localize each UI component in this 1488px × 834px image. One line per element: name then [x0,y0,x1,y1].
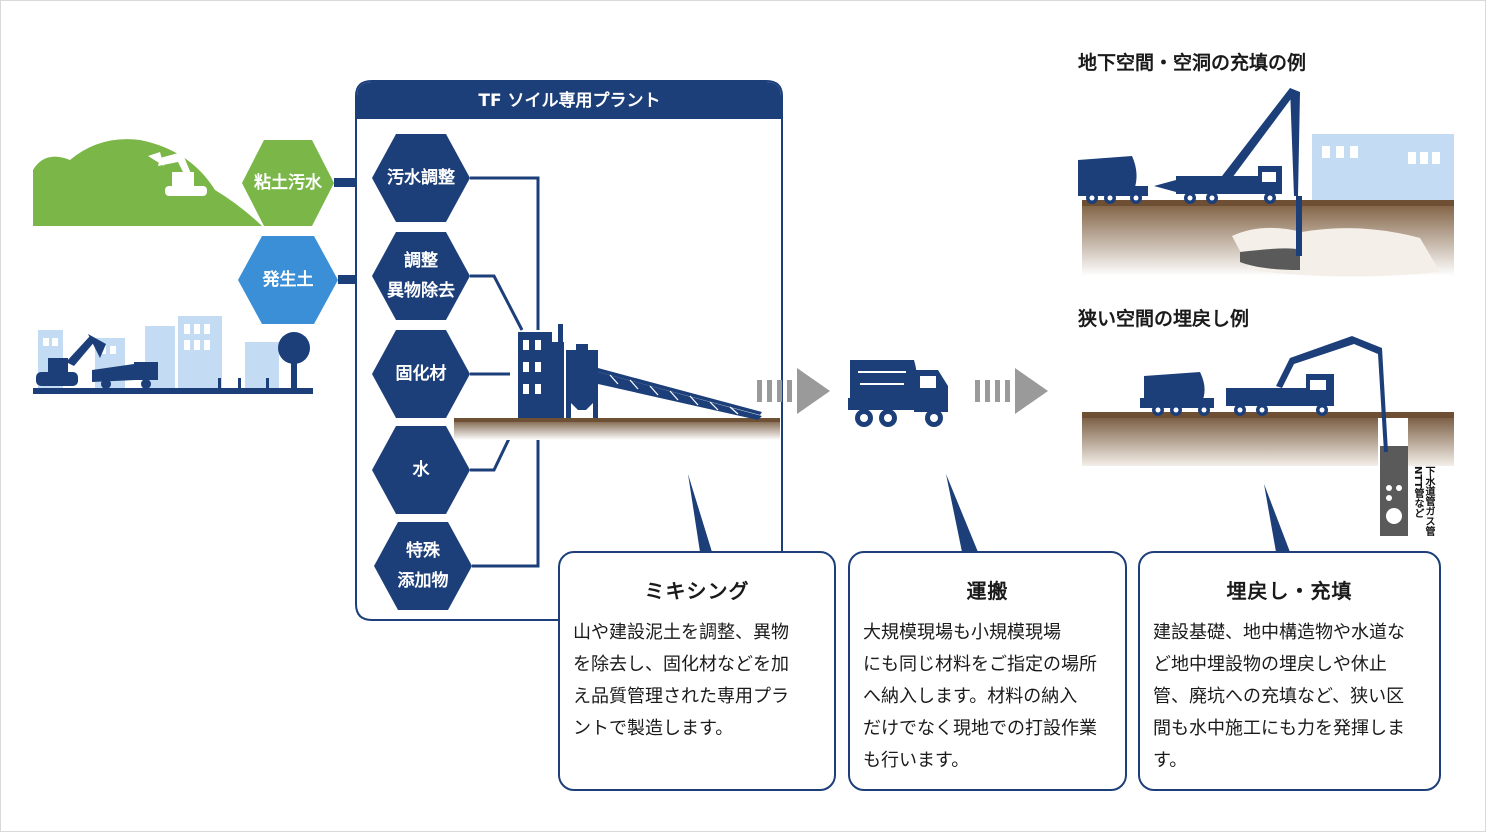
step-label-solidifier: 固化材 [395,364,447,384]
card-transport-line: も行います。 [863,750,970,771]
card-mixing-body: 山や建設泥土を調整、異物 を除去し、固化材などを加 え品質管理された専用プラ ン… [573,617,824,745]
step-label-adjust-removal: 調整 異物除去 [387,246,455,306]
card-backfill-line: 建設基礎、地中構造物や水道な [1153,622,1405,643]
hexagon-excavated-soil [238,236,338,324]
city-scene [33,316,313,394]
arrow-to-placement [975,368,1048,414]
hill-scene [33,139,262,226]
batch-plant-icon [518,324,762,420]
pointer-transport [946,474,978,552]
dump-truck-icon [92,362,158,389]
card-backfill-line: 間も水中施工にも力を発揮しま [1153,718,1405,739]
arrow-to-transport [757,368,830,414]
pointer-backfill [1264,484,1290,552]
hexagon-slurry-adjust [372,134,470,222]
card-transport-line: へ納入します。材料の納入 [863,686,1078,707]
card-mixing-title: ミキシング [644,579,750,603]
hexagon-water [372,426,470,514]
card-backfill-line: 管、廃坑への充填など、狭い区 [1153,686,1405,707]
step-label-adjust: 調整 [404,251,438,271]
card-mixing-line: を除去し、固化材などを加 [573,654,789,675]
card-backfill-line: す。 [1153,750,1188,771]
step-label-additive-line1: 特殊 [406,541,440,561]
hexagon-adjust-removal [372,232,470,320]
step-label-removal: 異物除去 [387,281,455,301]
card-backfill-line: ど地中埋設物の埋戻しや休止 [1153,654,1387,675]
card-transport-line: にも同じ材料をご指定の場所 [863,654,1097,675]
card-backfill: 埋戻し・充填 建設基礎、地中構造物や水道な ど地中埋設物の埋戻しや休止 管、廃坑… [1138,551,1441,791]
card-transport-body: 大規模現場も小規模現場 にも同じ材料をご指定の場所 へ納入します。材料の納入 だ… [863,617,1115,777]
card-backfill-body: 建設基礎、地中構造物や水道な ど地中埋設物の埋戻しや休止 管、廃坑への充填など、… [1153,617,1429,777]
card-backfill-title: 埋戻し・充填 [1226,579,1353,603]
card-mixing-line: え品質管理された専用プラ [573,686,789,707]
conveyor-truss [609,374,739,415]
plant-title: TF ソイル専用プラント [478,91,661,111]
underground-fill-scene [1078,88,1454,277]
step-label-additive-line2: 添加物 [397,571,449,591]
card-transport: 運搬 大規模現場も小規模現場 にも同じ材料をご指定の場所 へ納入します。材料の納… [848,551,1127,791]
narrow-example-title: 狭い空間の埋戻し例 [1078,308,1250,330]
card-transport-line: 大規模現場も小規模現場 [863,622,1061,643]
underground-example-title: 地下空間・空洞の充填の例 [1078,52,1307,74]
card-mixing-line: ントで製造します。 [573,718,734,739]
hexagon-solidifier [372,330,470,418]
source-label-clay-slurry: 粘土汚水 [254,173,322,193]
excavator-icon [148,152,207,196]
card-transport-title: 運搬 [966,579,1009,603]
hexagon-clay-slurry [242,140,334,226]
step-label-water: 水 [412,460,430,480]
step-label-slurry-adjust: 汚水調整 [387,168,455,188]
city-excavator-icon [36,334,106,386]
card-mixing-line: 山や建設泥土を調整、異物 [573,622,789,643]
step-label-additive: 特殊 添加物 [398,536,449,596]
hexagon-additive [374,522,472,610]
narrow-backfill-scene [1082,336,1454,538]
card-mixing: ミキシング 山や建設泥土を調整、異物 を除去し、固化材などを加 え品質管理された… [558,551,836,791]
source-label-excavated-soil: 発生土 [262,270,314,290]
pipe-label: 下水道管ガス管NTT管など [1412,466,1434,536]
card-transport-line: だけでなく現地での打設作業 [863,718,1097,739]
mixer-truck-icon [848,360,948,427]
pointer-mixing [688,474,712,552]
